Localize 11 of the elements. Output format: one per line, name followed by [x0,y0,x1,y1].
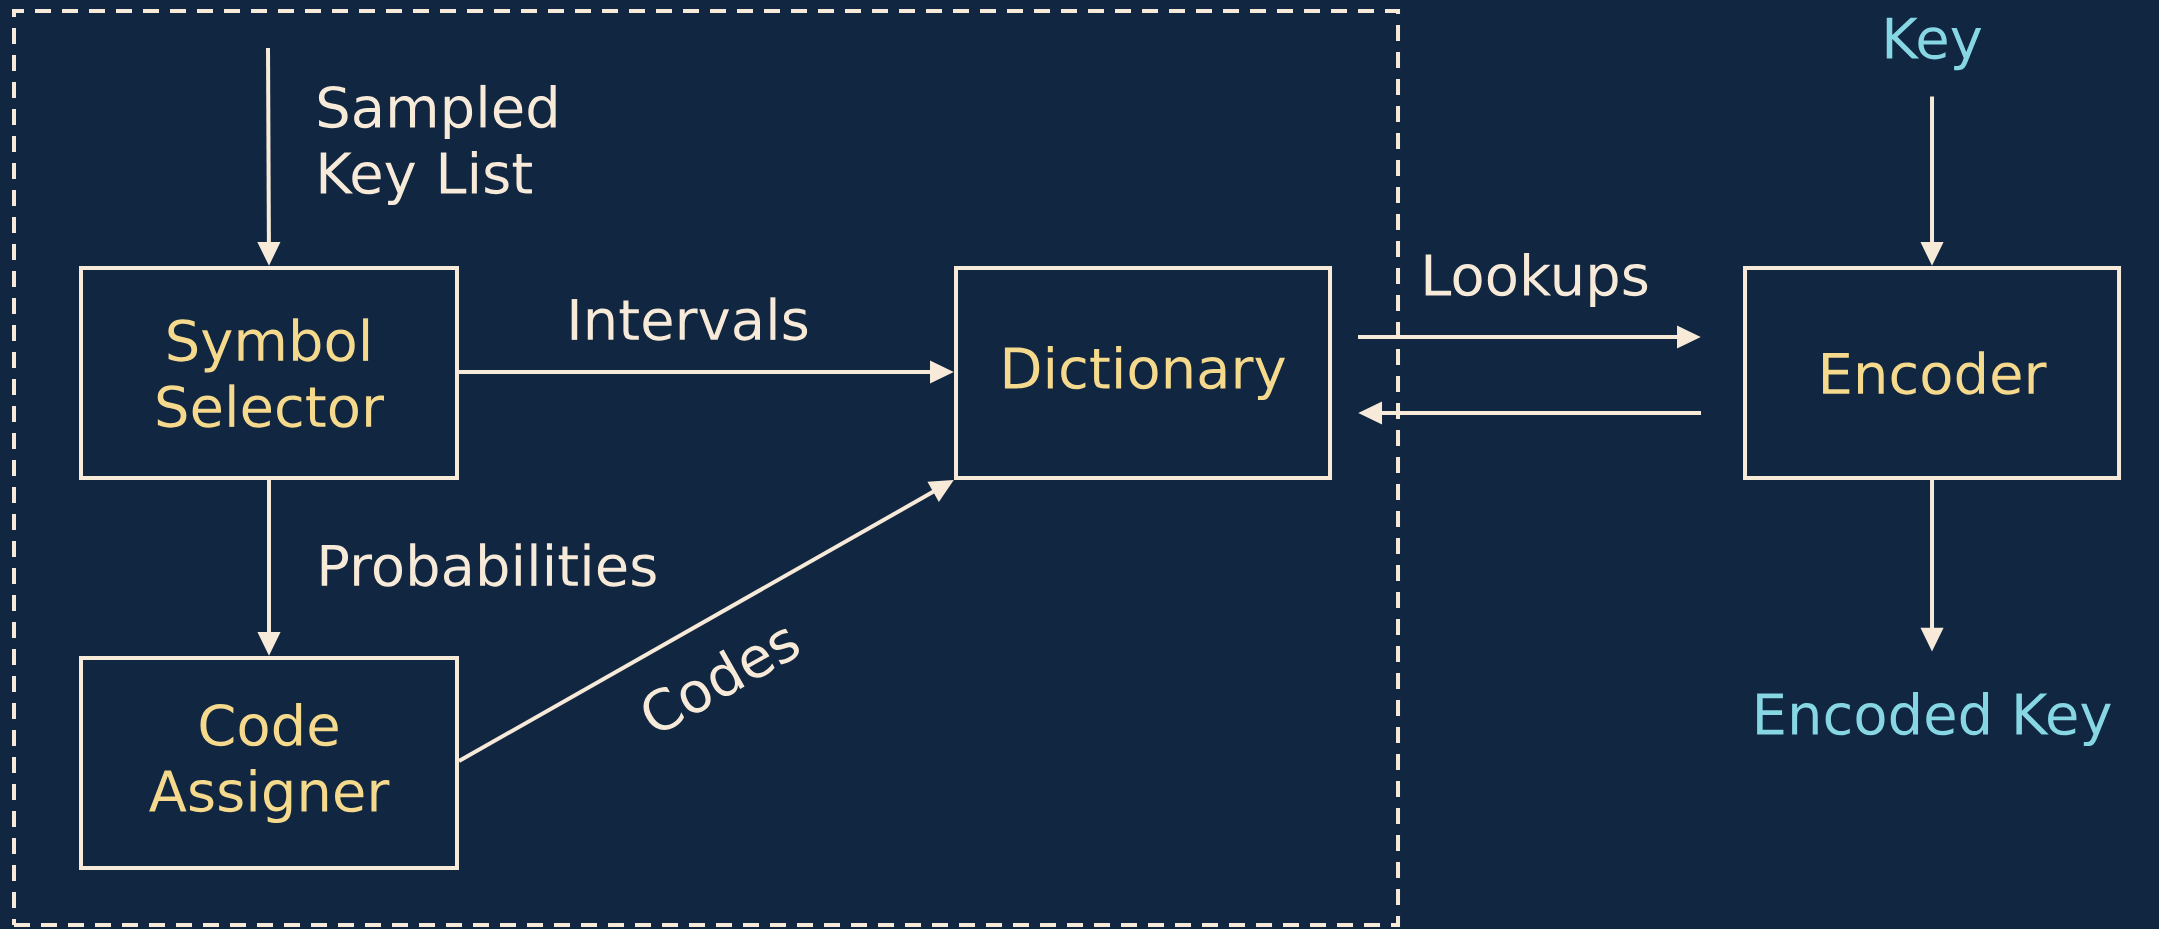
text-label: Encoded Key [1757,691,2111,747]
edge-label: Lookups [1425,252,1648,308]
process-box: Symbol Selector [79,266,459,480]
text-label: Key [1886,17,1982,71]
process-box: Encoder [1743,266,2122,480]
process-box: Code Assigner [79,656,459,870]
edge-label: Sampled Key List [318,84,556,206]
edge-label: Intervals [571,297,808,341]
edge-label: Probabilities [321,543,656,587]
process-box: Dictionary [954,266,1332,480]
dashed-group-frame [12,9,1400,927]
